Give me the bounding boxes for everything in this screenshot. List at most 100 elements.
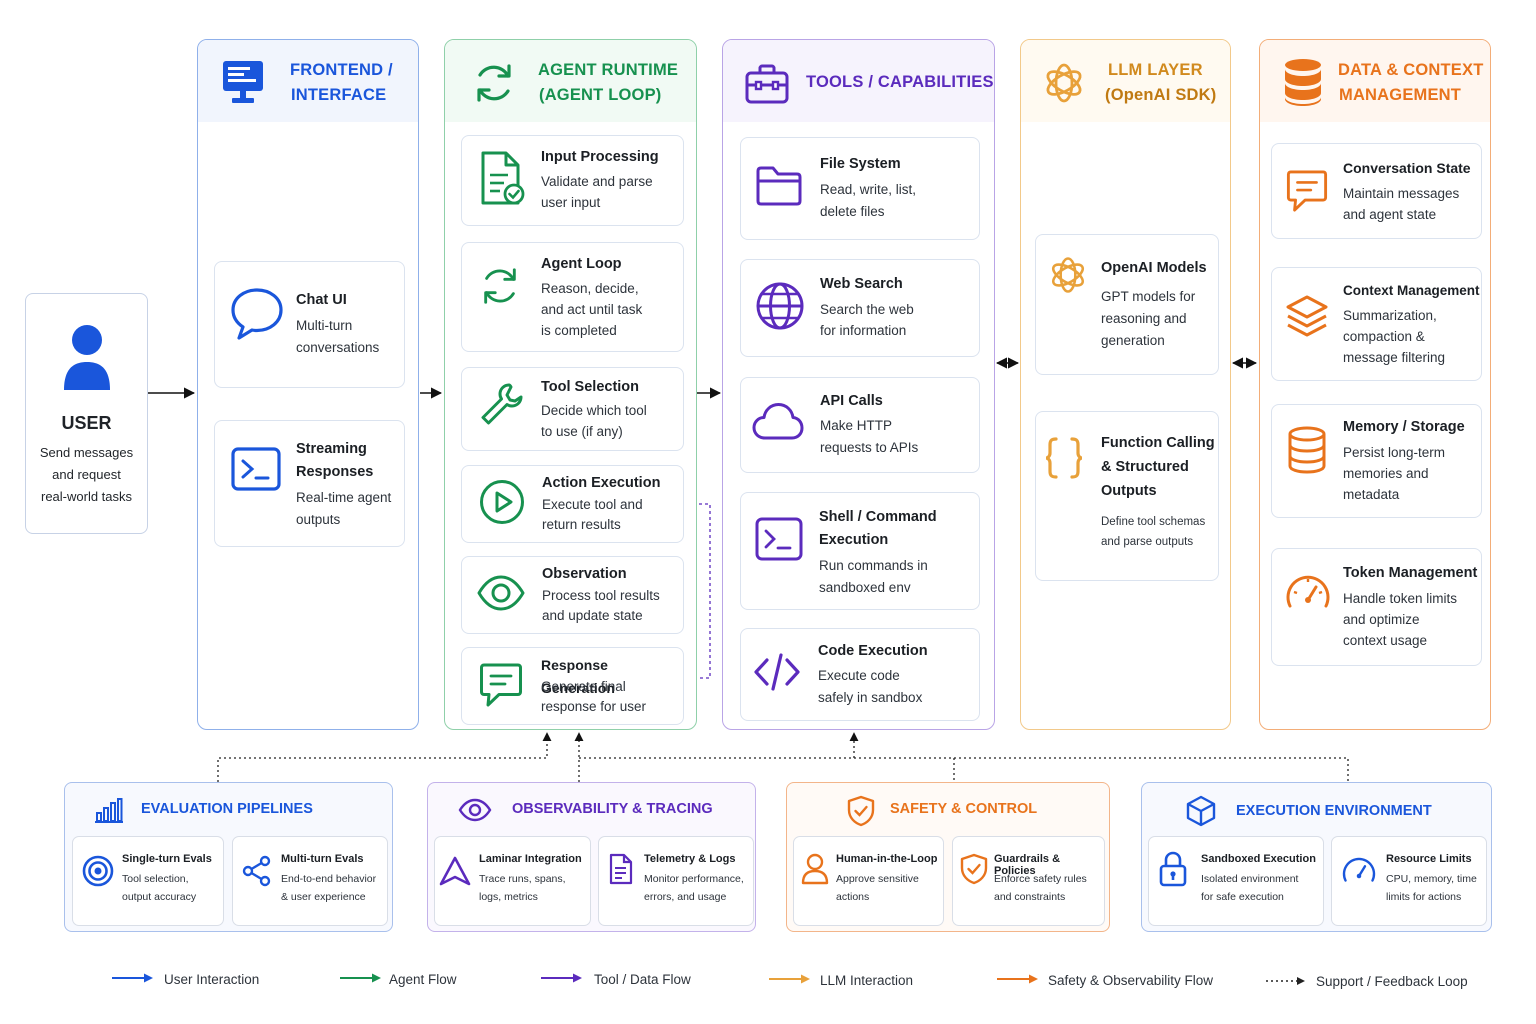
card-sandboxed-execution[interactable]: Sandboxed Execution Isolated environment… xyxy=(1148,836,1324,926)
document-icon xyxy=(609,853,633,885)
legend-arrow-agent-flow xyxy=(340,973,381,983)
card-shell-execution[interactable]: Shell / Command Execution Run commands i… xyxy=(740,492,980,610)
web-search-title: Web Search xyxy=(820,276,903,292)
openai-models-desc-3: generation xyxy=(1101,333,1165,348)
observability-title: OBSERVABILITY & TRACING xyxy=(512,801,713,817)
card-tool-selection[interactable]: Tool Selection Decide which tool to use … xyxy=(461,367,684,451)
user-panel: USER Send messages and request real-worl… xyxy=(25,293,148,534)
telemetry-title: Telemetry & Logs xyxy=(644,853,736,865)
card-response-generation[interactable]: Response Generation Generate final respo… xyxy=(461,647,684,725)
card-code-execution[interactable]: Code Execution Execute code safely in sa… xyxy=(740,628,980,721)
card-file-system[interactable]: File System Read, write, list, delete fi… xyxy=(740,137,980,240)
card-human-in-the-loop[interactable]: Human-in-the-Loop Approve sensitive acti… xyxy=(793,836,944,926)
card-agent-loop[interactable]: Agent Loop Reason, decide, and act until… xyxy=(461,242,684,352)
conversation-state-desc-1: Maintain messages xyxy=(1343,186,1460,201)
code-execution-title: Code Execution xyxy=(818,643,928,659)
streaming-title-1: Streaming xyxy=(296,441,367,457)
card-input-processing[interactable]: Input Processing Validate and parse user… xyxy=(461,135,684,226)
card-web-search[interactable]: Web Search Search the web for informatio… xyxy=(740,259,980,357)
input-processing-desc-2: user input xyxy=(541,195,601,210)
document-check-icon xyxy=(481,151,525,205)
loop-arrows-icon xyxy=(484,268,516,304)
frontend-title-2: INTERFACE xyxy=(291,86,387,104)
context-management-desc-3: message filtering xyxy=(1343,350,1446,365)
card-memory-storage[interactable]: Memory / Storage Persist long-term memor… xyxy=(1271,404,1482,518)
streaming-desc-2: outputs xyxy=(296,512,341,527)
data-title-1: DATA & CONTEXT xyxy=(1338,61,1484,79)
llm-title-1: LLM LAYER xyxy=(1108,61,1203,79)
frontend-title-1: FRONTEND / xyxy=(290,61,393,79)
api-calls-desc-2: requests to APIs xyxy=(820,440,919,455)
streaming-title-2: Responses xyxy=(296,464,374,480)
memory-storage-desc-2: memories and xyxy=(1343,466,1429,481)
openai-models-desc-2: reasoning and xyxy=(1101,311,1187,326)
function-calling-desc-2: and parse outputs xyxy=(1101,536,1194,548)
observation-desc-2: and update state xyxy=(542,608,643,623)
api-calls-desc-1: Make HTTP xyxy=(820,418,893,433)
legend: User Interaction Agent Flow Tool / Data … xyxy=(0,960,1536,1000)
resource-limits-title: Resource Limits xyxy=(1386,853,1472,865)
card-api-calls[interactable]: API Calls Make HTTP requests to APIs xyxy=(740,377,980,473)
card-guardrails-policies[interactable]: Guardrails & Policies Enforce safety rul… xyxy=(952,836,1105,926)
data-column: DATA & CONTEXT MANAGEMENT Conversation S… xyxy=(1259,39,1491,730)
tools-column: TOOLS / CAPABILITIES File System Read, w… xyxy=(722,39,995,730)
resource-limits-desc-1: CPU, memory, time xyxy=(1386,873,1477,885)
gauge-icon xyxy=(1286,575,1330,608)
toolbox-icon xyxy=(745,64,789,104)
agent-loop-desc-3: is completed xyxy=(541,323,617,338)
llm-title-2: (OpenAI SDK) xyxy=(1105,86,1217,104)
function-calling-title-3: Outputs xyxy=(1101,483,1157,499)
safety-panel: SAFETY & CONTROL Human-in-the-Loop Appro… xyxy=(786,782,1110,932)
observability-panel: OBSERVABILITY & TRACING Laminar Integrat… xyxy=(427,782,756,932)
response-generation-desc-1: Generate final xyxy=(541,679,626,694)
gauge-icon xyxy=(1342,857,1376,882)
terminal-icon xyxy=(755,517,803,561)
user-desc-2: and request xyxy=(52,467,121,482)
card-resource-limits[interactable]: Resource Limits CPU, memory, time limits… xyxy=(1331,836,1487,926)
message-icon xyxy=(480,663,522,707)
card-single-turn-evals[interactable]: Single-turn Evals Tool selection, output… xyxy=(72,836,224,926)
card-conversation-state[interactable]: Conversation State Maintain messages and… xyxy=(1271,143,1482,239)
observation-title: Observation xyxy=(542,566,627,582)
function-calling-title-1: Function Calling xyxy=(1101,435,1215,451)
response-generation-desc-2: response for user xyxy=(541,699,647,714)
runtime-title-2: (AGENT LOOP) xyxy=(539,86,662,104)
file-system-title: File System xyxy=(820,156,901,172)
card-streaming-responses[interactable]: Streaming Responses Real-time agent outp… xyxy=(214,420,405,547)
user-desc-3: real-world tasks xyxy=(40,489,133,504)
runtime-column: AGENT RUNTIME (AGENT LOOP) Input Process… xyxy=(444,39,697,730)
card-chat-ui[interactable]: Chat UI Multi-turn conversations xyxy=(214,261,405,388)
play-icon xyxy=(480,480,524,524)
laminar-desc-2: logs, metrics xyxy=(479,891,538,903)
layers-icon xyxy=(1286,295,1328,337)
monitor-icon xyxy=(223,61,263,103)
card-action-execution[interactable]: Action Execution Execute tool and return… xyxy=(461,465,684,543)
card-laminar-integration[interactable]: Laminar Integration Trace runs, spans, l… xyxy=(434,836,591,926)
legend-label-safety-flow: Safety & Observability Flow xyxy=(1048,973,1214,988)
card-function-calling[interactable]: Function Calling & Structured Outputs De… xyxy=(1035,411,1219,581)
card-token-management[interactable]: Token Management Handle token limits and… xyxy=(1271,548,1482,666)
card-context-management[interactable]: Context Management Summarization, compac… xyxy=(1271,267,1482,381)
laminar-desc-1: Trace runs, spans, xyxy=(479,873,566,885)
token-management-desc-2: and optimize xyxy=(1343,612,1420,627)
multi-turn-desc-2: & user experience xyxy=(281,891,366,903)
card-observation[interactable]: Observation Process tool results and upd… xyxy=(461,556,684,634)
database-icon xyxy=(1285,59,1321,106)
input-processing-title: Input Processing xyxy=(541,149,659,165)
evaluation-title: EVALUATION PIPELINES xyxy=(141,801,313,817)
chat-ui-desc-2: conversations xyxy=(296,340,380,355)
streaming-desc-1: Real-time agent xyxy=(296,490,392,505)
action-execution-desc-1: Execute tool and xyxy=(542,497,643,512)
terminal-icon xyxy=(231,447,281,491)
context-management-desc-2: compaction & xyxy=(1343,329,1425,344)
human-loop-desc-1: Approve sensitive xyxy=(836,873,919,885)
agent-loop-desc-1: Reason, decide, xyxy=(541,281,639,296)
legend-label-tool-data-flow: Tool / Data Flow xyxy=(594,972,691,987)
card-multi-turn-evals[interactable]: Multi-turn Evals End-to-end behavior & u… xyxy=(232,836,388,926)
card-telemetry-logs[interactable]: Telemetry & Logs Monitor performance, er… xyxy=(598,836,754,926)
laminar-title: Laminar Integration xyxy=(479,853,582,865)
legend-arrow-user-interaction xyxy=(112,973,153,983)
execution-title: EXECUTION ENVIRONMENT xyxy=(1236,803,1432,819)
single-turn-desc-1: Tool selection, xyxy=(122,873,189,885)
card-openai-models[interactable]: OpenAI Models GPT models for reasoning a… xyxy=(1035,234,1219,375)
